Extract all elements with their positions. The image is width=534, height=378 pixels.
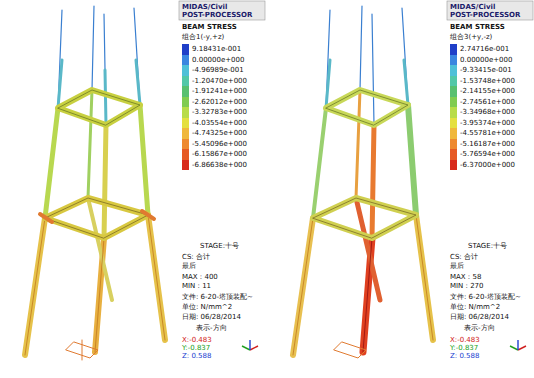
legend-swatch — [182, 86, 189, 97]
legend-swatch — [450, 139, 457, 150]
stage-info: STAGE:十号 — [468, 242, 507, 250]
stage-info: STAGE:十号 — [200, 242, 239, 250]
legend-swatch — [182, 55, 189, 66]
legend-swatch — [450, 118, 457, 129]
legend-value: -6.86638e+000 — [192, 161, 247, 169]
legend-value: 2.74716e-001 — [460, 45, 509, 53]
axis-value: Y:-0.837 — [450, 344, 478, 352]
legend-swatch — [450, 76, 457, 87]
legend-value: -3.95374e+000 — [460, 119, 515, 127]
brand-subtitle: POST-PROCESSOR — [182, 11, 252, 19]
unit-info: 单位: N/mm^2 — [182, 303, 232, 311]
tower-right — [293, 6, 433, 358]
result-type: BEAM STRESS — [182, 23, 237, 31]
tower-left — [25, 6, 165, 360]
view-direction: 表示-方向 — [464, 324, 495, 332]
load-combination: 组合3(+y,-z) — [450, 33, 492, 41]
brand-title: MIDAS/Civil — [450, 3, 495, 11]
legend-value: -5.76594e+000 — [460, 150, 515, 158]
legend-value: -3.32783e+000 — [192, 108, 247, 116]
step-info: 最后 — [182, 262, 196, 270]
legend-swatch — [450, 97, 457, 108]
axis-value: Z: 0.588 — [182, 352, 211, 360]
legend-swatch — [182, 118, 189, 129]
axis-value: X:-0.483 — [450, 336, 480, 344]
legend-swatch — [450, 107, 457, 118]
legend-swatch — [450, 128, 457, 139]
date-info: 日期: 06/28/2014 — [182, 313, 241, 321]
legend-swatch — [450, 55, 457, 66]
legend-swatch — [450, 65, 457, 76]
axis-value: Z: 0.588 — [450, 352, 479, 360]
file-info: 文件: 6-20-塔顶装配~ — [182, 293, 253, 301]
legend-value: -3.34968e+000 — [460, 108, 515, 116]
max-info: MAX : 400 — [182, 273, 218, 281]
legend-swatch — [450, 86, 457, 97]
legend-value: 0.00000e+000 — [460, 56, 512, 64]
legend-swatch — [182, 128, 189, 139]
legend-value: -4.96989e-001 — [192, 66, 244, 74]
legend-value: -4.55781e+000 — [460, 129, 515, 137]
legend-swatch — [182, 97, 189, 108]
legend-swatch — [182, 76, 189, 87]
axis-icon — [242, 340, 526, 350]
min-info: MIN : 11 — [182, 282, 211, 290]
legend-swatch — [182, 107, 189, 118]
legend-value: -1.91241e+000 — [192, 87, 247, 95]
step-info: 最后 — [450, 262, 464, 270]
legend-value: -9.33415e-001 — [460, 66, 512, 74]
legend-value: 0.00000e+000 — [192, 56, 244, 64]
load-combination: 组合1(-y,+z) — [182, 33, 224, 41]
legend-value: -4.03554e+000 — [192, 119, 247, 127]
legend-value: -2.62012e+000 — [192, 98, 247, 106]
legend-swatch — [450, 44, 457, 55]
legend-value: 9.18431e-001 — [192, 45, 241, 53]
legend-value: -4.74325e+000 — [192, 129, 247, 137]
legend-value: -2.74561e+000 — [460, 98, 515, 106]
cs-info: CS: 合计 — [182, 253, 210, 261]
result-type: BEAM STRESS — [450, 23, 505, 31]
legend-swatch — [182, 160, 189, 171]
legend-swatch — [182, 139, 189, 150]
legend-swatch — [182, 65, 189, 76]
min-info: MIN : 270 — [450, 282, 484, 290]
view-direction: 表示-方向 — [196, 324, 227, 332]
legend-swatch — [450, 149, 457, 160]
legend-swatch — [450, 160, 457, 171]
legend-swatch — [182, 149, 189, 160]
legend-swatch — [182, 44, 189, 55]
axis-value: X:-0.483 — [182, 336, 212, 344]
legend-value: -2.14155e+000 — [460, 87, 515, 95]
max-info: MAX : 58 — [450, 273, 481, 281]
legend-value: -5.16187e+000 — [460, 140, 515, 148]
legend-value: -1.20470e+000 — [192, 77, 247, 85]
axis-value: Y:-0.837 — [182, 344, 210, 352]
file-info: 文件: 6-20-塔顶装配~ — [450, 293, 521, 301]
date-info: 日期: 06/28/2014 — [450, 313, 509, 321]
legend-value: -6.37000e+000 — [460, 161, 515, 169]
brand-subtitle: POST-PROCESSOR — [450, 11, 520, 19]
legend-value: -6.15867e+000 — [192, 150, 247, 158]
legend-value: -5.45096e+000 — [192, 140, 247, 148]
brand-title: MIDAS/Civil — [182, 3, 227, 11]
cs-info: CS: 合计 — [450, 253, 478, 261]
legend-value: -1.53748e+000 — [460, 77, 515, 85]
unit-info: 单位: N/mm^2 — [450, 303, 500, 311]
